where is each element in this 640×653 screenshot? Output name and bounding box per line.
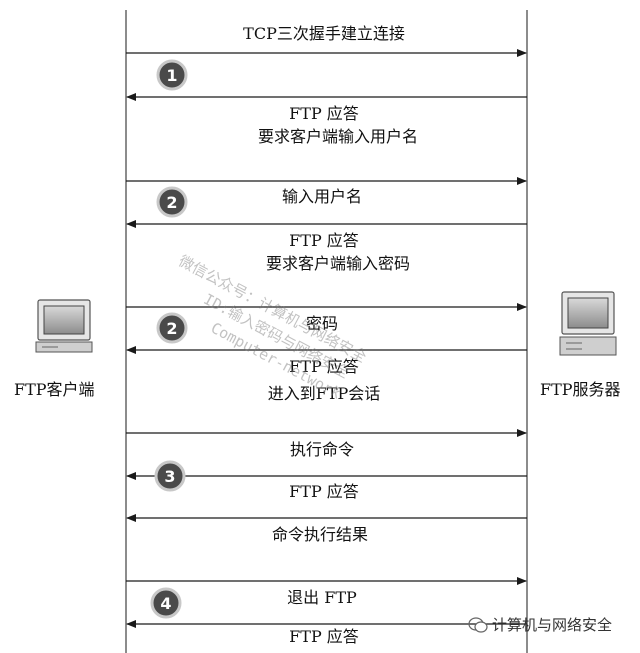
- message-label: FTP 应答: [289, 482, 359, 501]
- message-label: FTP 应答: [289, 231, 359, 250]
- step-number: 2: [166, 193, 177, 212]
- message-label: 执行命令: [289, 440, 355, 459]
- step-badge-2a: 2: [156, 186, 188, 218]
- message-label: TCP三次握手建立连接: [243, 24, 405, 43]
- message-label: FTP 应答: [289, 357, 359, 376]
- message-label: 命令执行结果: [271, 525, 369, 544]
- step-badge-1: 1: [156, 59, 188, 91]
- message-label: 要求客户端输入密码: [265, 254, 411, 273]
- step-number: 2: [166, 319, 177, 338]
- step-badge-2b: 2: [156, 312, 188, 344]
- message-label: FTP 应答: [289, 104, 359, 123]
- client-computer-icon: [35, 299, 93, 353]
- step-number: 3: [164, 467, 175, 486]
- wechat-icon: [468, 616, 488, 633]
- server-label: FTP服务器: [540, 380, 621, 399]
- brand-name: 计算机与网络安全: [492, 616, 613, 634]
- message-label: 输入用户名: [281, 187, 363, 206]
- step-badge-3: 3: [154, 460, 186, 492]
- client-label: FTP客户端: [14, 380, 95, 399]
- message-label: FTP 应答: [289, 627, 359, 646]
- step-number: 1: [166, 66, 177, 85]
- message-label: 密码: [305, 314, 339, 333]
- server-computer-icon: [559, 291, 617, 356]
- message-label: 进入到FTP会话: [267, 384, 381, 403]
- brand-tag: 计算机与网络安全: [468, 614, 612, 635]
- step-number: 4: [160, 594, 171, 613]
- message-label: 退出 FTP: [287, 588, 357, 607]
- step-badge-4: 4: [150, 587, 182, 619]
- message-label: 要求客户端输入用户名: [257, 127, 419, 146]
